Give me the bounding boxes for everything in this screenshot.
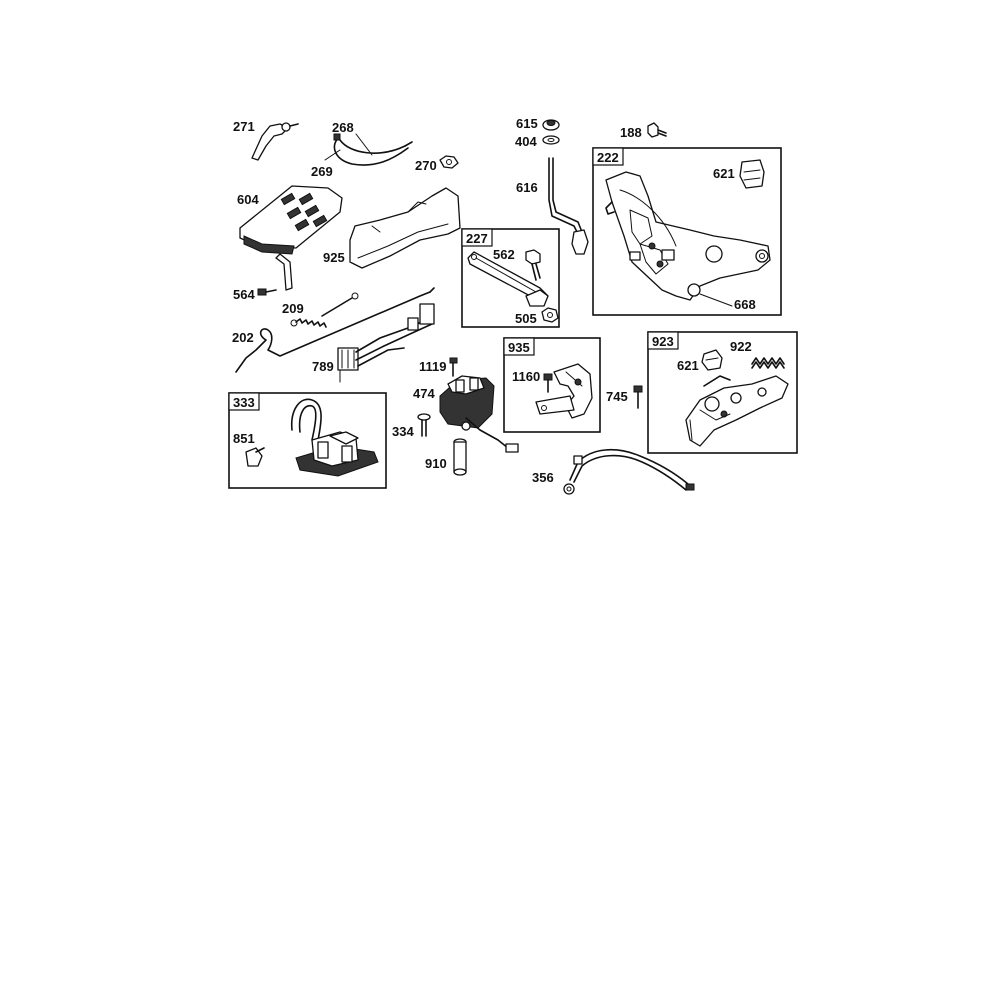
frame-935 [503, 337, 601, 433]
label-209: 209 [282, 301, 304, 316]
label-404: 404 [515, 134, 537, 149]
label-268: 268 [332, 120, 354, 135]
label-851: 851 [233, 431, 255, 446]
box-label-923: 923 [652, 334, 674, 349]
part-923-bracket [685, 375, 789, 447]
part-1160-screw [543, 373, 553, 393]
frame-227 [461, 228, 560, 328]
label-334: 334 [392, 424, 414, 439]
label-562: 562 [493, 247, 515, 262]
part-505-nut [541, 307, 559, 323]
part-227-arm [467, 251, 549, 307]
part-562-bolt [525, 249, 541, 281]
label-270: 270 [415, 158, 437, 173]
part-202-link-rod [235, 287, 435, 373]
frame-222 [592, 147, 782, 316]
part-564-screw [257, 288, 277, 296]
part-621-clip-b [701, 349, 723, 371]
label-269: 269 [311, 164, 333, 179]
label-1160: 1160 [512, 369, 540, 384]
label-621-a: 621 [713, 166, 735, 181]
part-270-nut [439, 155, 459, 169]
part-925-shroud [349, 187, 461, 269]
part-404-washer [542, 135, 560, 145]
label-922: 922 [730, 339, 752, 354]
part-621-clip [739, 159, 765, 189]
part-604-cover [239, 185, 343, 291]
label-745: 745 [606, 389, 628, 404]
label-356: 356 [532, 470, 554, 485]
part-789-harness [337, 303, 435, 383]
label-188: 188 [620, 125, 642, 140]
part-209-spring [290, 292, 359, 328]
label-474: 474 [413, 386, 435, 401]
part-271-clamp [251, 122, 299, 161]
part-851-terminal [245, 447, 265, 467]
label-604: 604 [237, 192, 259, 207]
frame-923 [647, 331, 798, 454]
part-616-lever [548, 157, 589, 255]
label-202: 202 [232, 330, 254, 345]
part-268-cable [324, 133, 413, 166]
part-188-bolt [647, 122, 667, 138]
label-621-b: 621 [677, 358, 699, 373]
box-label-935: 935 [508, 340, 530, 355]
box-label-227: 227 [466, 231, 488, 246]
label-789: 789 [312, 359, 334, 374]
label-271: 271 [233, 119, 255, 134]
part-474-armature [439, 375, 519, 453]
part-922-spring [751, 357, 785, 369]
part-1119-screw [449, 357, 458, 377]
label-615: 615 [516, 116, 538, 131]
frame-333 [228, 392, 387, 489]
part-615-nut [542, 119, 560, 131]
label-564: 564 [233, 287, 255, 302]
label-1119: 1119 [419, 359, 447, 374]
label-925: 925 [323, 250, 345, 265]
label-616: 616 [516, 180, 538, 195]
part-935-bracket [535, 363, 593, 419]
box-label-333: 333 [233, 395, 255, 410]
part-910-spacer [453, 438, 467, 476]
part-356-wire [563, 448, 695, 495]
part-333-coil [290, 398, 379, 477]
part-222-bracket [605, 171, 771, 301]
label-910: 910 [425, 456, 447, 471]
label-505: 505 [515, 311, 537, 326]
label-668: 668 [734, 297, 756, 312]
part-745-screw [633, 385, 643, 409]
box-label-222: 222 [597, 150, 619, 165]
part-334-screw [417, 413, 431, 437]
